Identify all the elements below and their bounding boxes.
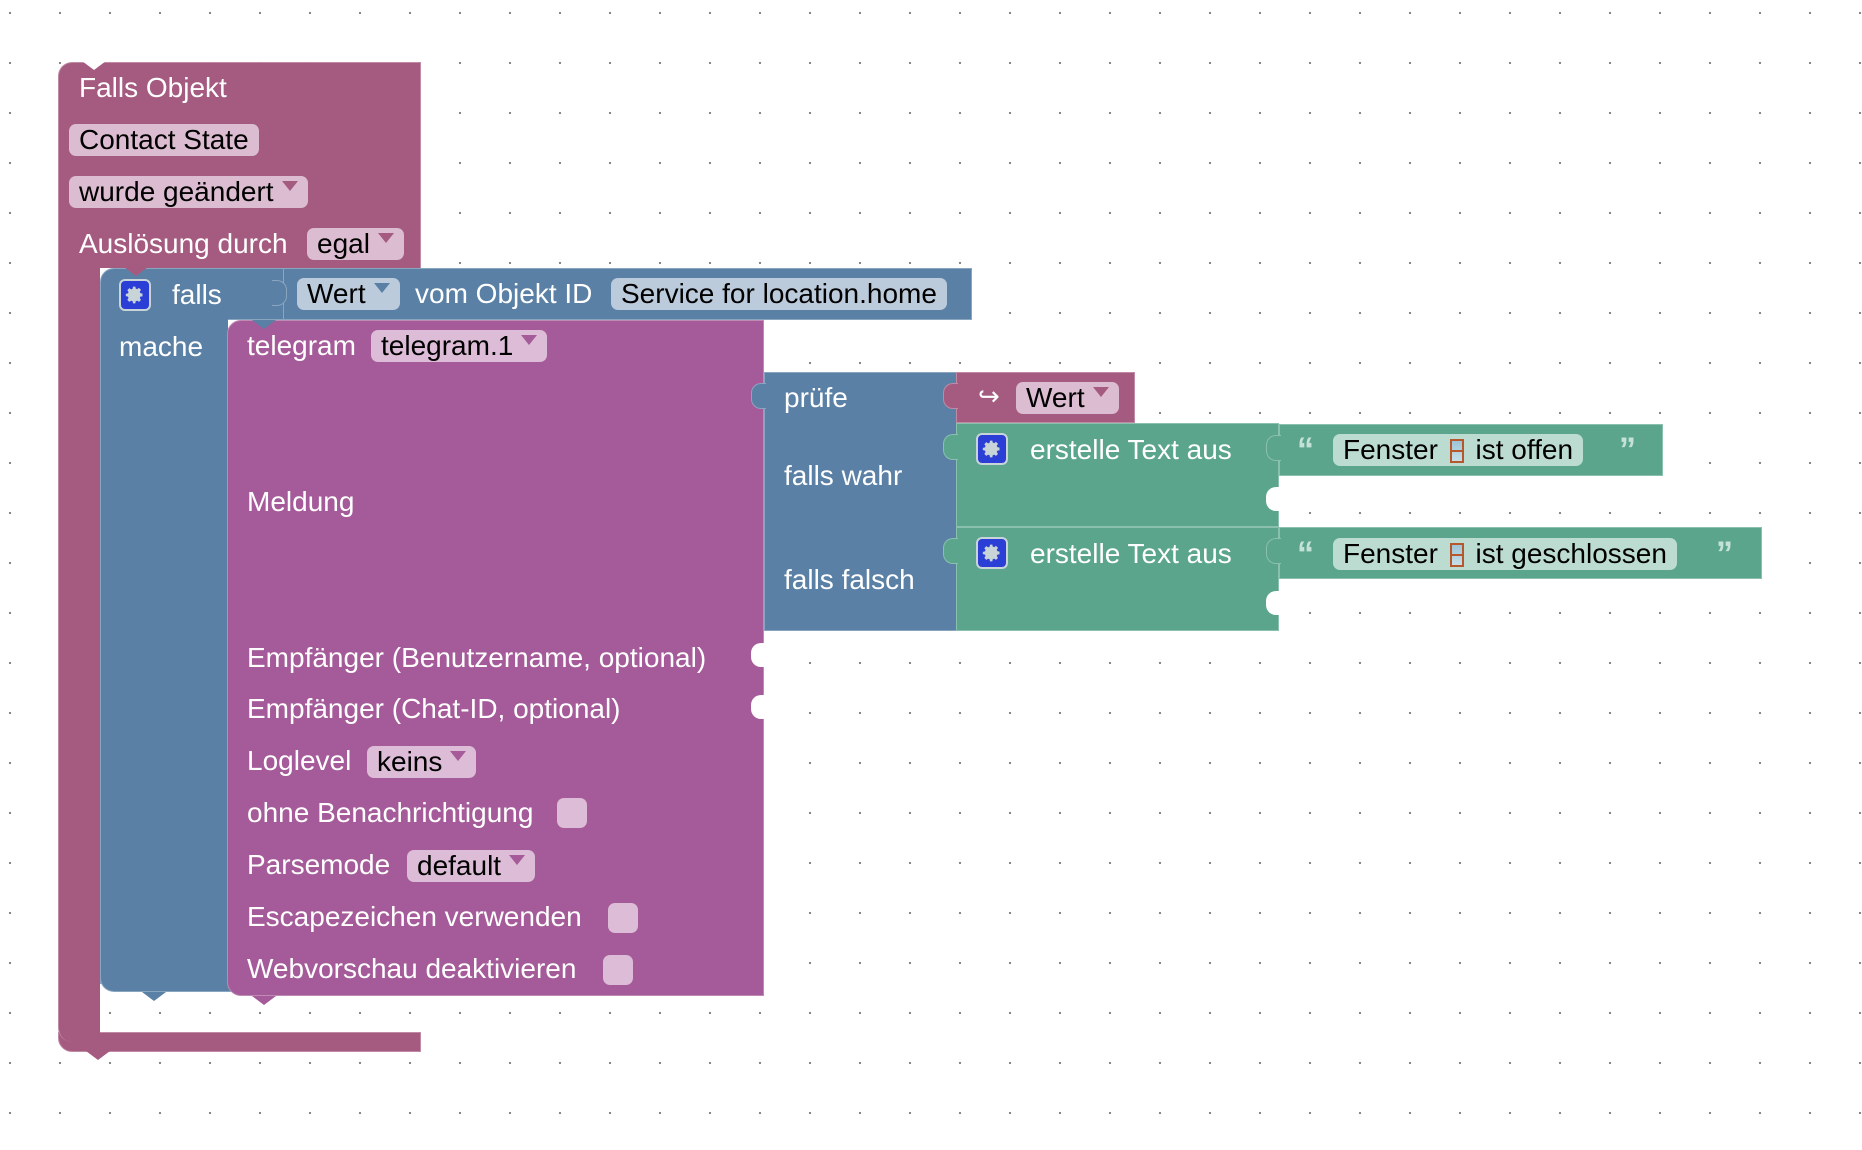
telegram-block[interactable] (227, 320, 765, 1005)
true-branch-settings-gear-icon[interactable] (976, 433, 1008, 465)
condition-input-tab (272, 280, 287, 306)
close-quote-icon: ” (1619, 431, 1636, 469)
open-quote-icon: “ (1297, 431, 1314, 469)
return-arrow-icon: ↪ (978, 381, 1000, 411)
event-block-bottom-tab (86, 1051, 110, 1060)
test-label: prüfe (784, 382, 848, 413)
chevron-down-icon (281, 181, 298, 191)
chevron-down-icon (1092, 387, 1109, 397)
event-block-footer (58, 1032, 421, 1052)
if-label: falls (172, 279, 222, 310)
recipient-username-input-socket[interactable] (751, 643, 765, 667)
trigger-by-dropdown[interactable]: egal (307, 228, 404, 260)
trigger-by-value: egal (317, 228, 370, 259)
if-block-spine (100, 319, 228, 984)
silent-label: ohne Benachrichtigung (247, 797, 534, 828)
true-branch-text-after: ist offen (1475, 434, 1574, 465)
escape-checkbox[interactable] (608, 903, 638, 933)
condition-value-dropdown[interactable]: Wert (297, 278, 400, 310)
true-branch-output-tab (943, 434, 958, 460)
window-sash (1451, 554, 1462, 556)
telegram-block-notch (252, 320, 276, 329)
chevron-down-icon (373, 283, 390, 293)
silent-checkbox[interactable] (557, 798, 587, 828)
true-branch-text-field[interactable]: Fenster ist offen (1333, 434, 1584, 466)
from-object-label: vom Objekt ID (415, 278, 593, 309)
telegram-instance-value: telegram.1 (381, 330, 514, 361)
event-block-footer-fill (58, 1002, 100, 1042)
event-block-falls-objekt[interactable] (58, 61, 421, 1060)
true-branch-text-before: Fenster (1343, 434, 1438, 465)
loglevel-label: Loglevel (247, 745, 352, 776)
recipient-chatid-input-socket[interactable] (751, 695, 765, 719)
recipient-username-label: Empfänger (Benutzername, optional) (247, 642, 707, 673)
chevron-down-icon (509, 855, 526, 865)
if-block-settings-gear-icon[interactable] (119, 279, 151, 311)
test-value-dropdown[interactable]: Wert (1016, 382, 1119, 414)
telegram-block-bottom-tab (252, 996, 276, 1005)
if-true-label: falls wahr (784, 460, 903, 491)
parsemode-value: default (417, 850, 502, 881)
escape-label: Escapezeichen verwenden (247, 901, 582, 932)
telegram-instance-dropdown[interactable]: telegram.1 (371, 330, 548, 362)
chevron-down-icon (377, 233, 394, 243)
recipient-chatid-label: Empfänger (Chat-ID, optional) (247, 693, 621, 724)
parsemode-dropdown[interactable]: default (407, 850, 536, 882)
false-branch-empty-socket[interactable] (1266, 591, 1280, 615)
message-label: Meldung (247, 486, 355, 517)
false-branch-settings-gear-icon[interactable] (976, 537, 1008, 569)
chevron-down-icon (521, 335, 538, 345)
false-branch-label: erstelle Text aus (1030, 538, 1232, 569)
false-branch-text-field[interactable]: Fenster ist geschlossen (1333, 538, 1677, 570)
window-sash (1451, 450, 1462, 452)
if-block-bottom-tab (142, 992, 166, 1001)
open-quote-icon: “ (1297, 535, 1314, 573)
event-block-title: Falls Objekt (79, 72, 227, 103)
loglevel-dropdown[interactable]: keins (367, 746, 477, 778)
parsemode-label: Parsemode (247, 849, 391, 880)
trigger-mode-dropdown[interactable]: wurde geändert (69, 176, 308, 208)
window-icon (1449, 543, 1464, 567)
disable-preview-label: Webvorschau deaktivieren (247, 953, 577, 984)
ternary-output-tab (751, 383, 766, 409)
true-branch-empty-socket[interactable] (1266, 487, 1280, 511)
chevron-down-icon (450, 751, 467, 761)
event-block-notch (82, 61, 106, 70)
do-label: mache (119, 331, 204, 362)
close-quote-icon: ” (1716, 535, 1733, 573)
if-false-label: falls falsch (784, 564, 915, 595)
true-branch-text-join-block[interactable] (943, 423, 1280, 527)
if-block-notch (124, 267, 148, 276)
event-block-spine (58, 267, 100, 1011)
window-icon (1449, 439, 1464, 463)
test-value-output-tab (943, 383, 958, 409)
false-branch-output-tab (943, 538, 958, 564)
true-branch-string-output-tab (1266, 435, 1281, 461)
test-value-text: Wert (1026, 382, 1085, 413)
false-branch-string-output-tab (1266, 538, 1281, 564)
trigger-mode-value: wurde geändert (79, 176, 274, 207)
false-branch-text-join-block[interactable] (943, 527, 1280, 631)
object-name-field[interactable]: Contact State (69, 124, 259, 156)
trigger-by-label: Auslösung durch (79, 228, 288, 259)
condition-value: Wert (307, 278, 366, 309)
true-branch-label: erstelle Text aus (1030, 434, 1232, 465)
false-branch-text-before: Fenster (1343, 538, 1438, 569)
object-id-field[interactable]: Service for location.home (611, 278, 947, 310)
loglevel-value: keins (377, 746, 443, 777)
false-branch-text-after: ist geschlossen (1475, 538, 1667, 569)
telegram-label: telegram (247, 330, 356, 361)
disable-preview-checkbox[interactable] (603, 955, 633, 985)
